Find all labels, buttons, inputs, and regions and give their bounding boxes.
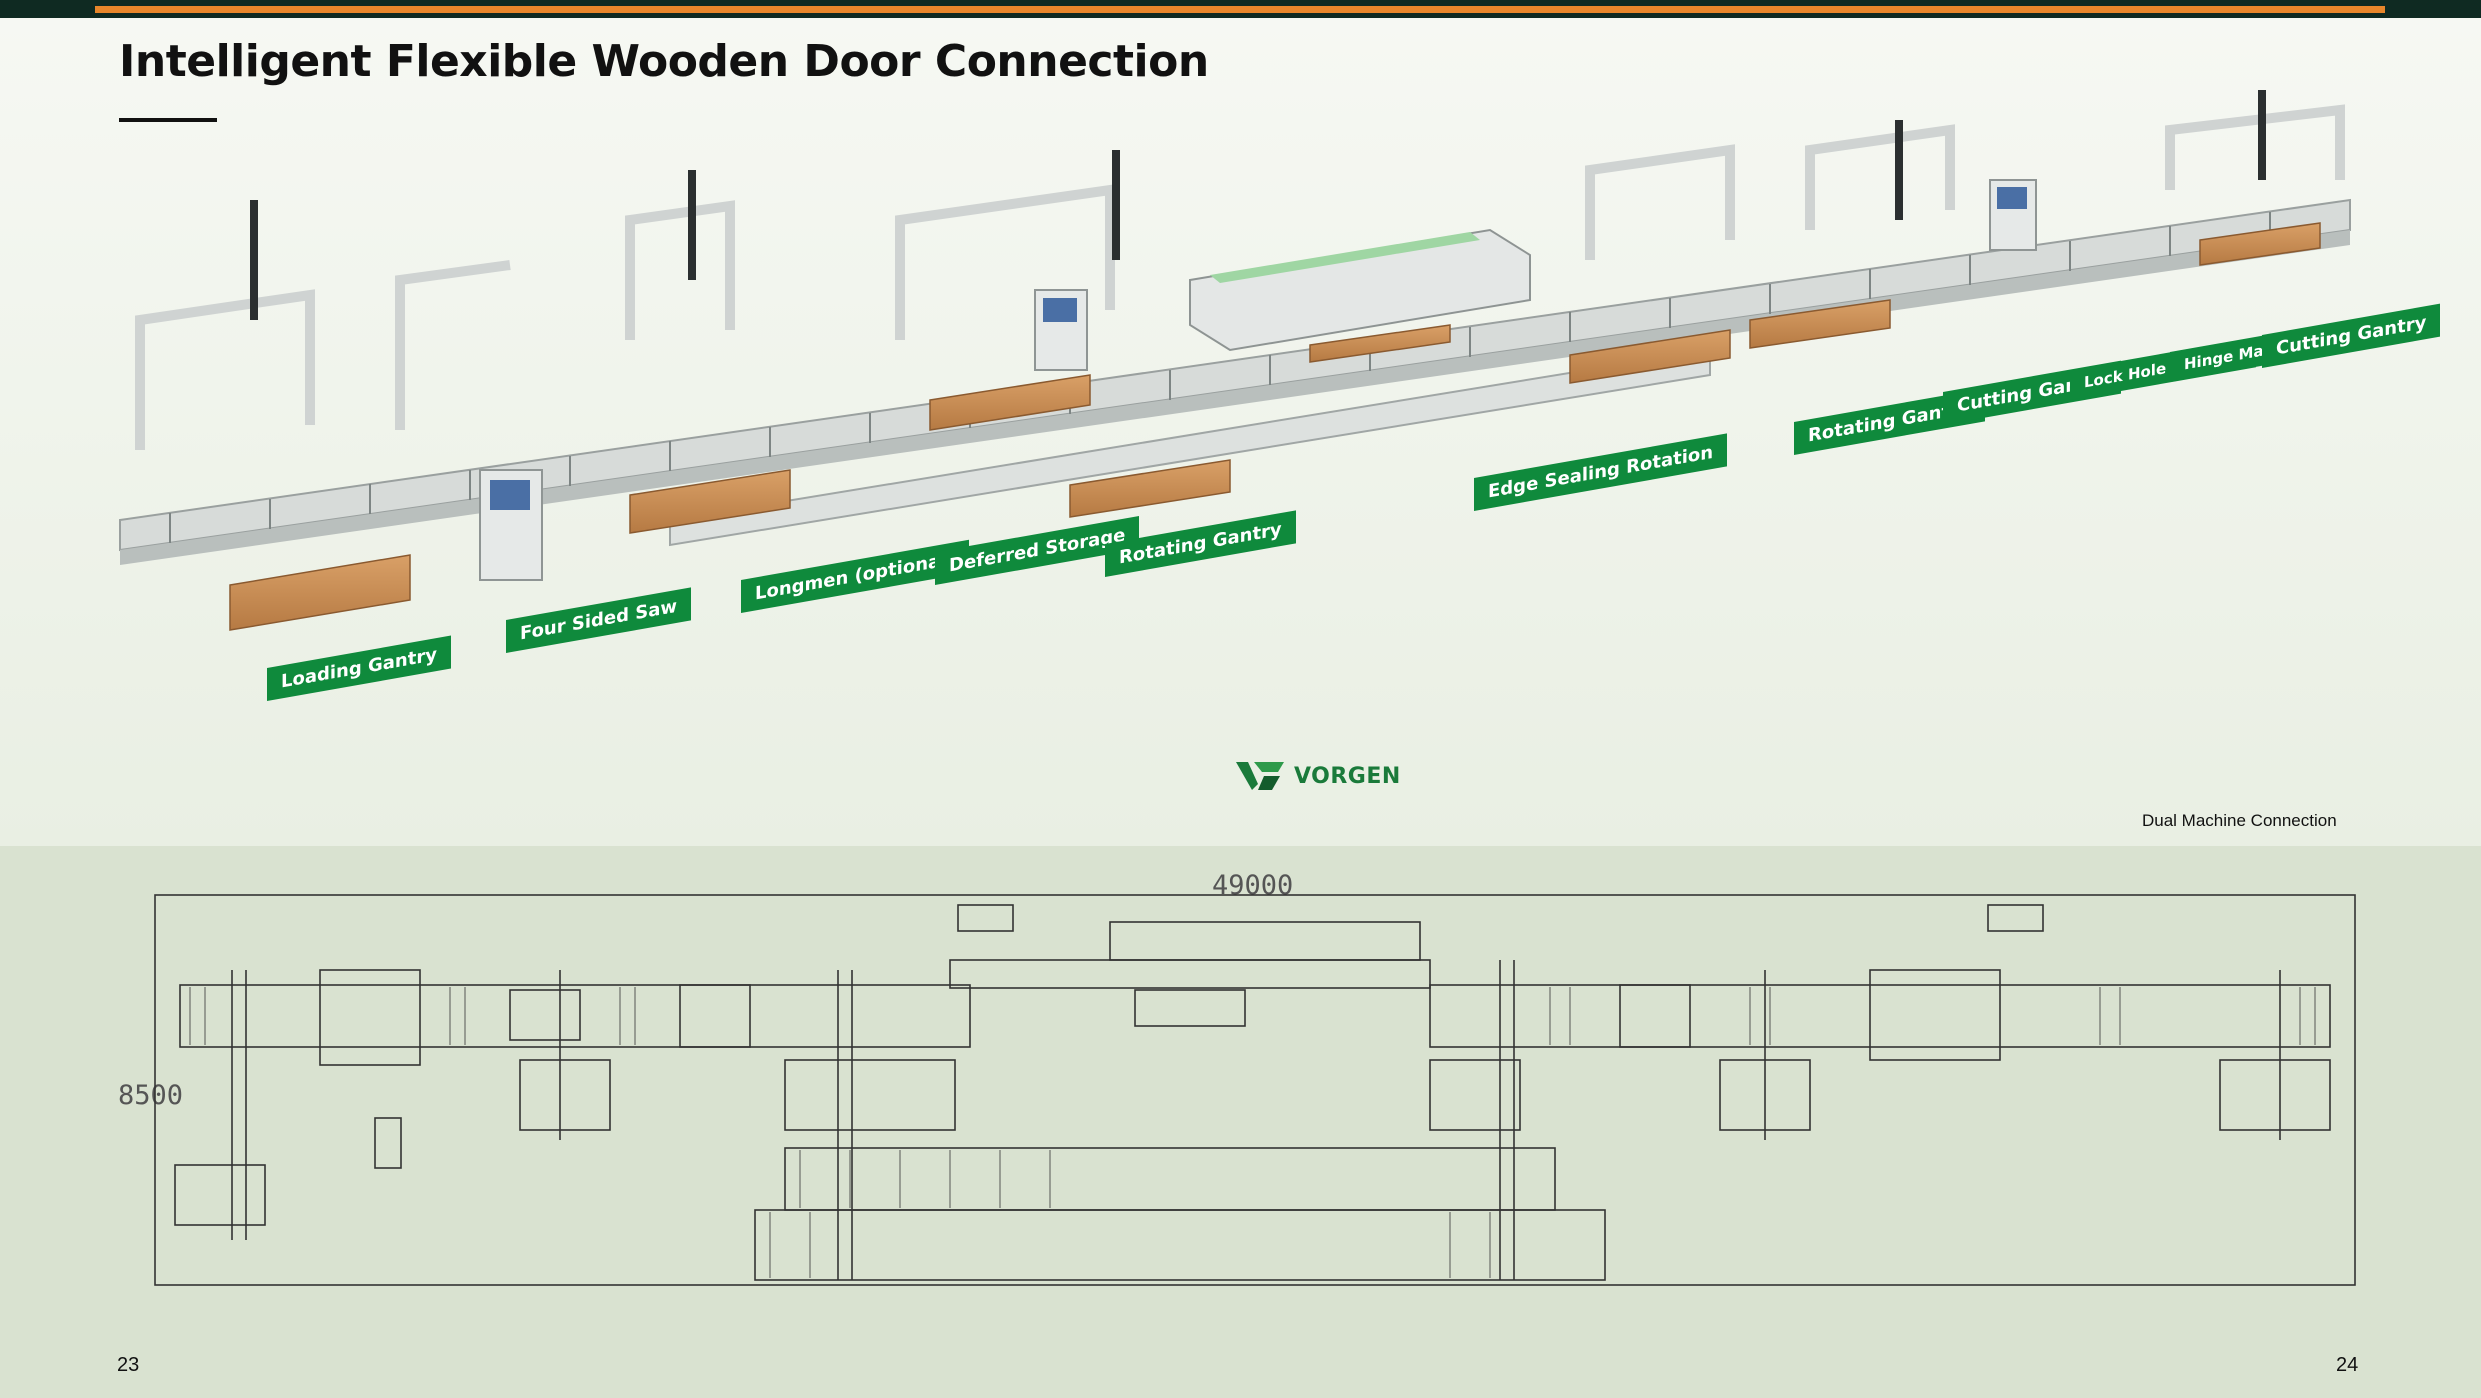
floor-plan-panel	[0, 846, 2481, 1398]
dimension-height: 8500	[118, 1080, 184, 1111]
page-number-right: 24	[2336, 1354, 2359, 1376]
brand-logo: VORGEN	[1236, 760, 1401, 792]
dimension-width: 49000	[1212, 870, 1294, 901]
page-title: Intelligent Flexible Wooden Door Connect…	[119, 36, 1209, 87]
page-number-left: 23	[117, 1354, 140, 1376]
production-line-illustration	[119, 90, 2351, 631]
vorgen-logo-icon	[1236, 762, 1284, 790]
top-accent-line	[95, 6, 2385, 13]
floor-plan-drawing	[154, 894, 2356, 1286]
brand-name: VORGEN	[1294, 763, 1401, 789]
title-underline	[119, 118, 217, 122]
caption: Dual Machine Connection	[2142, 811, 2337, 830]
